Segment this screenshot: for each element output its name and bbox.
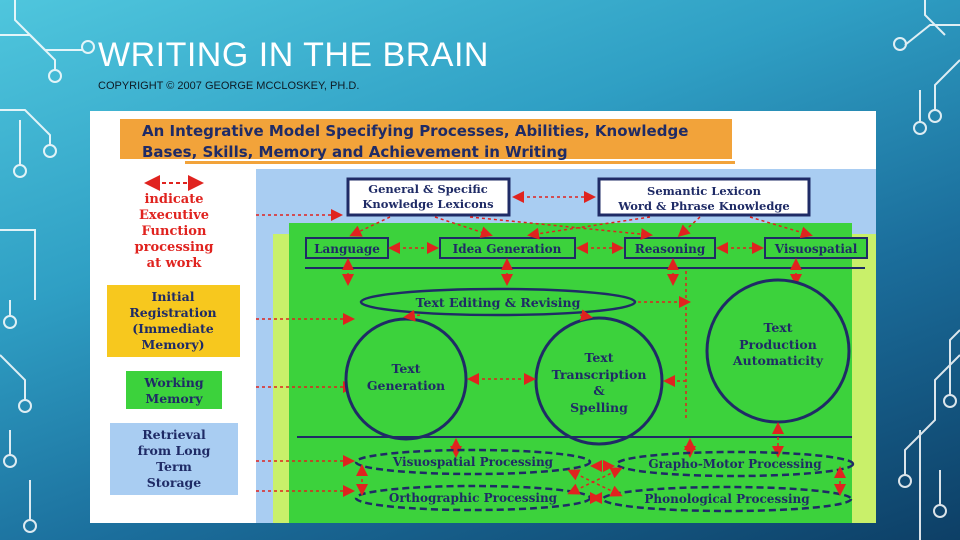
general-lexicon-line1: General & Specific [368, 182, 487, 196]
retrieval-line2: from Long [138, 443, 211, 458]
generation-line2: Generation [367, 378, 445, 393]
transcription-line1: Text [584, 350, 613, 365]
processing-arrows [356, 460, 846, 504]
legend-line2: Executive [139, 208, 209, 223]
heading-line1: An Integrative Model Specifying Processe… [142, 122, 688, 140]
retrieval-line1: Retrieval [142, 427, 206, 442]
retrieval-line4: Storage [147, 475, 202, 490]
graphomotor-processing-ellipse [615, 450, 855, 478]
initial-line1: Initial [151, 289, 194, 304]
divider-arrows [450, 422, 784, 458]
graphomotor-processing-label: Grapho-Motor Processing [648, 457, 822, 471]
phonological-processing-ellipse [601, 485, 853, 513]
transcription-line3: & [593, 383, 605, 398]
text-transcription-circle [534, 316, 664, 446]
working-line1: Working [143, 375, 203, 390]
orthographic-processing-label: Orthographic Processing [389, 491, 558, 505]
text-editing-label: Text Editing & Revising [416, 295, 581, 310]
phonological-processing-label: Phonological Processing [644, 492, 810, 506]
general-lexicon-box [346, 177, 511, 217]
language-label: Language [314, 242, 380, 256]
semantic-lexicon-box [597, 177, 811, 217]
legend-line4: processing [135, 240, 214, 255]
reasoning-label: Reasoning [635, 242, 706, 256]
generation-line1: Text [391, 361, 420, 376]
text-editing-ellipse [359, 287, 637, 317]
working-memory-box [126, 371, 222, 409]
legend-line3: Function [142, 224, 207, 239]
visuospatial-label: Visuospatial [774, 242, 858, 256]
circle-arrows [403, 271, 691, 421]
semantic-lexicon-line1: Semantic Lexicon [647, 184, 762, 198]
writing-model-diagram: An Integrative Model Specifying Processe… [107, 119, 876, 523]
visuospatial-processing-label: Visuospatial Processing [392, 455, 554, 469]
automaticity-line1: Text [763, 320, 792, 335]
automaticity-line3: Automaticity [732, 353, 824, 368]
lexicon-ability-arrows [342, 216, 813, 286]
legend-line1: indicate [144, 192, 203, 207]
legend-line5: at work [147, 256, 203, 271]
idea-generation-label: Idea Generation [453, 242, 562, 256]
initial-line3: (Immediate [132, 321, 214, 336]
slide-title: WRITING IN THE BRAIN [98, 36, 489, 74]
retrieval-box [110, 423, 238, 495]
semantic-lexicon-line2: Word & Phrase Knowledge [617, 199, 789, 213]
heading-line2: Bases, Skills, Memory and Achievement in… [142, 143, 568, 161]
visuospatial-box [764, 237, 868, 259]
retrieval-line3: Term [156, 459, 192, 474]
working-line2: Memory [145, 391, 203, 406]
slide-subtitle: COPYRIGHT © 2007 GEORGE MCCLOSKEY, PH.D. [98, 80, 360, 92]
transcription-line2: Transcription [552, 367, 647, 382]
left-connectors [256, 209, 355, 497]
writing-model-figure: An Integrative Model Specifying Processe… [90, 111, 876, 523]
automaticity-line2: Production [739, 337, 817, 352]
heading-underline [185, 161, 735, 164]
transcription-line4: Spelling [570, 400, 628, 415]
heading-box [120, 119, 732, 159]
initial-line2: Registration [129, 305, 216, 320]
initial-line4: Memory) [141, 337, 204, 352]
initial-registration-box [107, 285, 240, 357]
general-lexicon-line2: Knowledge Lexicons [362, 197, 493, 211]
